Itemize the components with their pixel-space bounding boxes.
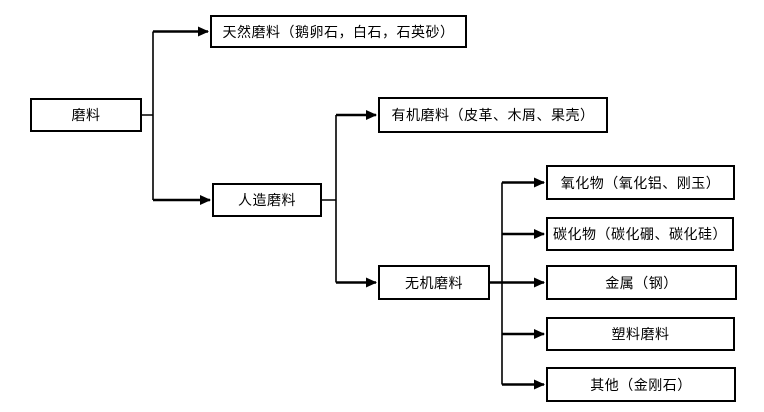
node-natural-abrasive: 天然磨料（鹅卵石，白石，石英砂） (210, 15, 467, 48)
node-inorganic-abrasive-label: 无机磨料 (405, 275, 463, 292)
node-organic-abrasive: 有机磨料（皮革、木屑、果壳） (378, 97, 608, 133)
node-oxide-label: 氧化物（氧化铝、刚玉） (560, 175, 721, 192)
node-carbide: 碳化物（碳化硼、碳化硅） (546, 217, 734, 251)
node-organic-abrasive-label: 有机磨料（皮革、木屑、果壳） (391, 108, 595, 124)
node-artificial-abrasive: 人造磨料 (212, 183, 322, 217)
node-metal-label: 金属（钢） (605, 275, 678, 292)
node-oxide: 氧化物（氧化铝、刚玉） (546, 165, 735, 200)
node-plastic-abrasive: 塑料磨料 (546, 317, 735, 351)
connector-artificial-trunk (322, 115, 337, 283)
node-artificial-abrasive-label: 人造磨料 (238, 193, 296, 209)
node-other-label: 其他（金刚石） (590, 377, 692, 394)
node-plastic-abrasive-label: 塑料磨料 (611, 327, 670, 343)
node-metal: 金属（钢） (546, 265, 737, 300)
node-carbide-label: 碳化物（碳化硼、碳化硅） (553, 227, 727, 243)
node-inorganic-abrasive: 无机磨料 (378, 265, 490, 300)
node-other: 其他（金刚石） (546, 367, 736, 402)
node-natural-abrasive-label: 天然磨料（鹅卵石，白石，石英砂） (222, 24, 455, 41)
node-abrasive-label: 磨料 (71, 108, 101, 124)
connector-abrasive-trunk (142, 31, 154, 200)
node-abrasive: 磨料 (30, 98, 142, 132)
